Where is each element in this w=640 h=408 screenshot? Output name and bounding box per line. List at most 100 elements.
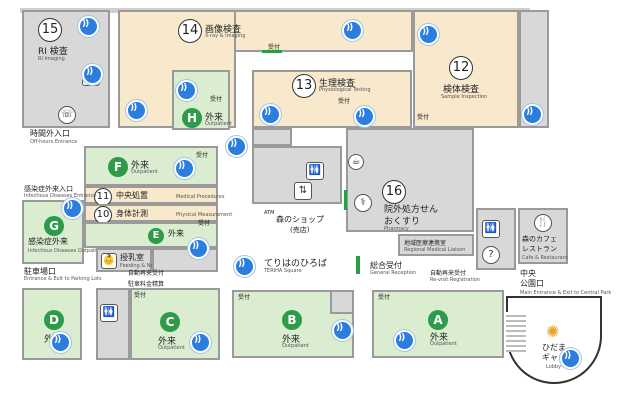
room-name: 外来 bbox=[131, 161, 150, 171]
beacon-icon bbox=[334, 322, 351, 339]
restroom-icon: 🚻 bbox=[100, 304, 118, 322]
auto-revisit-kiosk: 自動再来受付 bbox=[128, 270, 165, 277]
terihano-label: てりはのひろば bbox=[264, 259, 328, 269]
corridor bbox=[236, 52, 250, 130]
room-name-en: Outpatient bbox=[131, 169, 158, 175]
room-h-outpatient[interactable]: H 外来 Outpatient 受付 bbox=[172, 70, 232, 130]
lobby-sun-icon: ✺ bbox=[546, 322, 560, 341]
reception-desk-label: 受付 bbox=[134, 292, 147, 299]
room-number-badge: 12 bbox=[449, 56, 473, 80]
regional-liaison[interactable]: 地域医療連携室 Regional Medical Liaison bbox=[398, 234, 474, 256]
beacon-icon bbox=[192, 334, 209, 351]
general-reception-en: General Reception bbox=[370, 270, 417, 276]
beacon-icon bbox=[52, 334, 69, 351]
info-icon: ? bbox=[482, 246, 500, 264]
room-name-en: RI Imaging bbox=[38, 56, 65, 62]
beacon-icon bbox=[80, 18, 97, 35]
beacon-icon bbox=[524, 106, 541, 123]
lobby-label-en: Lobby bbox=[546, 364, 562, 370]
restroom-icon: 🚻 bbox=[482, 220, 500, 238]
reception-desk bbox=[262, 50, 282, 53]
room-number-badge: 13 bbox=[292, 74, 316, 98]
room-name: 外来 bbox=[430, 333, 449, 343]
general-reception-label: 総合受付 bbox=[370, 261, 402, 270]
nursing-label: 授乳室 bbox=[120, 253, 144, 262]
room-number-badge: 16 bbox=[382, 180, 406, 204]
beacon-icon bbox=[236, 258, 253, 275]
stairs-lobby bbox=[506, 312, 526, 352]
beacon-icon bbox=[64, 200, 81, 217]
phone-icon: ☏ bbox=[58, 106, 76, 124]
after-hours-entrance: 時間外入口 bbox=[30, 129, 70, 138]
room-name: 中央処置 bbox=[116, 191, 148, 200]
room-a-outpatient[interactable]: A 外来 Outpatient 受付 bbox=[372, 290, 504, 358]
room-name: 感染症外来 bbox=[28, 237, 68, 246]
room-name: 画像検査 bbox=[205, 25, 242, 35]
beacon-icon bbox=[396, 332, 413, 349]
room-name: 外来 bbox=[158, 337, 177, 347]
room-letter-badge: H bbox=[182, 108, 202, 128]
restroom-block-east: 🚻 ? bbox=[476, 208, 516, 270]
room-10-measurement[interactable]: 10 身体計測 Physical Measurement bbox=[84, 204, 232, 224]
beacon-icon bbox=[262, 106, 279, 123]
cafe-label-en: Cafe & Restaurant bbox=[522, 255, 568, 261]
reception-desk-label: 受付 bbox=[210, 96, 223, 103]
beacon-icon bbox=[420, 26, 437, 43]
room-name-en: Physical Measurement bbox=[176, 212, 233, 218]
shop-label: 森のショップ bbox=[276, 215, 324, 224]
after-hours-entrance-en: Off-hours Entrance bbox=[30, 139, 78, 145]
central-entrance-label-2: 公園口 bbox=[520, 279, 544, 288]
beacon-icon bbox=[562, 350, 579, 367]
regional-label: 地域医療連携室 bbox=[404, 240, 447, 247]
escalator-icon: ⇅ bbox=[294, 182, 312, 200]
room-c-outpatient[interactable]: C 外来 Outpatient 受付 bbox=[130, 288, 220, 360]
shop-label-2: (売店) bbox=[290, 226, 310, 234]
beacon-icon bbox=[84, 66, 101, 83]
regional-label-en: Regional Medical Liaison bbox=[404, 247, 466, 253]
room-name: 外来 bbox=[168, 229, 184, 238]
room-13-physiological[interactable]: 13 生理検査 Physiological Testing 受付 bbox=[252, 70, 412, 128]
central-entrance-en: Main Entrance & Exit to Central Park bbox=[520, 290, 612, 296]
beacon-icon bbox=[356, 108, 373, 125]
room-name-en: Physiological Testing bbox=[319, 87, 371, 93]
coffee-icon: ☕ bbox=[348, 154, 364, 170]
room-name-en: Medical Procedures bbox=[176, 194, 225, 200]
reception-desk-label: 受付 bbox=[417, 114, 430, 121]
reception-desk-label: 受付 bbox=[238, 294, 251, 301]
room-name-en: Pharmacy bbox=[384, 226, 409, 232]
lobby-label: ひだま bbox=[542, 343, 566, 352]
reception-desk-label: 受付 bbox=[268, 44, 281, 51]
room-letter-badge: G bbox=[44, 216, 64, 236]
room-11-procedures[interactable]: 11 中央処置 Medical Procedures bbox=[84, 186, 224, 206]
room-name-en: X-ray & Imaging bbox=[205, 33, 246, 39]
restroom-icon: 🚻 bbox=[306, 162, 324, 180]
baby-icon: 👶 bbox=[101, 253, 117, 269]
room-letter-badge: F bbox=[108, 157, 128, 177]
atm-label: ATM bbox=[264, 210, 275, 216]
reception-desk-label: 受付 bbox=[338, 98, 351, 105]
room-letter-badge: E bbox=[148, 228, 164, 244]
beacon-icon bbox=[178, 82, 195, 99]
room-f-outpatient[interactable]: F 外来 Outpatient 受付 bbox=[84, 146, 218, 186]
room-letter-badge: B bbox=[282, 310, 302, 330]
beacon-icon bbox=[190, 240, 207, 257]
room-name-en: Sample Inspection bbox=[441, 94, 488, 100]
room-number-badge: 14 bbox=[178, 19, 202, 43]
cafe-label: 森のカフェ bbox=[522, 235, 557, 243]
room-name-en: Outpatient bbox=[205, 121, 232, 127]
beacon-icon bbox=[128, 102, 145, 119]
terihano-label-en: TERIHA Square bbox=[264, 268, 302, 274]
reception-desk-label: 受付 bbox=[198, 220, 211, 227]
room-letter-badge: A bbox=[428, 310, 448, 330]
room-name: 検体検査 bbox=[443, 85, 480, 95]
room-number-badge: 15 bbox=[38, 18, 62, 42]
nursing-room[interactable]: 授乳室 Feeding & Nursing 👶 bbox=[96, 248, 166, 272]
forest-cafe[interactable]: 🍴 森のカフェ レストラン Cafe & Restaurant bbox=[518, 208, 568, 264]
room-name-en: Infectious Diseases Outpatient bbox=[28, 248, 105, 254]
room-d-outpatient[interactable]: D 外来 bbox=[22, 288, 82, 360]
beacon-icon bbox=[228, 138, 245, 155]
room-16-pharmacy[interactable]: 16 院外処方せん おくすり Pharmacy ⚕ ☕ bbox=[346, 128, 474, 232]
general-counter bbox=[356, 256, 360, 274]
lobby-label-2: ギャラ bbox=[542, 353, 566, 362]
beacon-icon bbox=[176, 160, 193, 177]
